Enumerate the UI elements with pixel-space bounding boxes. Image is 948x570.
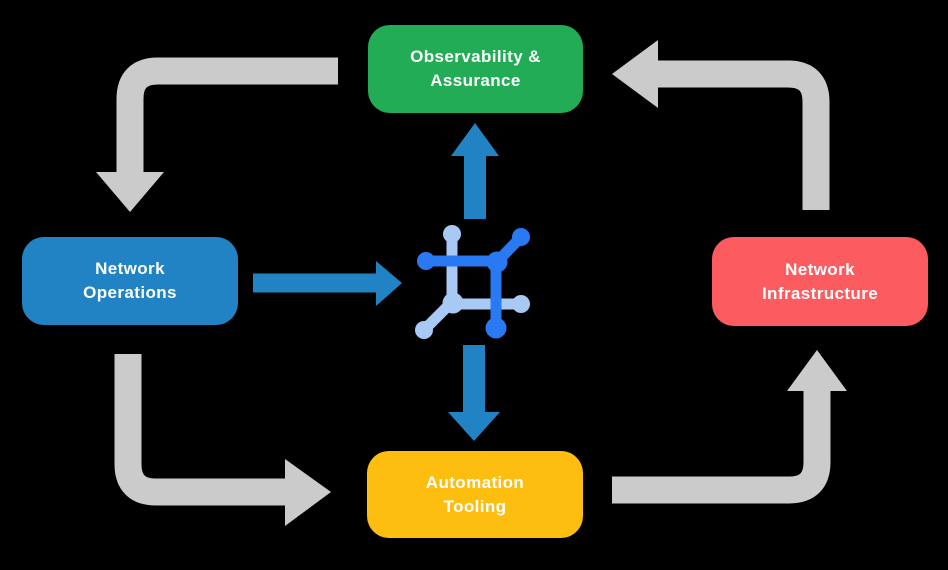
node-automation-tooling: Automation Tooling <box>367 451 583 538</box>
arrow-operations-to-automation <box>114 354 331 526</box>
arrow-hub-to-automation <box>448 345 500 441</box>
arrow-operations-to-hub <box>253 261 402 306</box>
arrow-automation-to-infrastructure <box>612 350 847 504</box>
node-observability-assurance: Observability & Assurance <box>368 25 583 113</box>
node-label-line: Tooling <box>443 496 507 516</box>
arrow-shaft <box>116 57 338 174</box>
node-label-line: Observability & <box>410 47 541 66</box>
node-label-line: Network <box>785 259 855 279</box>
node-label-line: Automation <box>425 472 525 492</box>
node-network-operations: Network Operations <box>22 237 238 325</box>
arrow-head-down-icon <box>96 172 164 212</box>
arrow-shaft <box>114 354 287 506</box>
network-hub-icon <box>415 225 530 339</box>
hub-icon-primary-nodes <box>417 228 530 339</box>
arrow-head-right-icon <box>376 261 402 306</box>
arrow-head-down-icon <box>448 412 500 441</box>
hub-icon-secondary-nodes <box>415 225 530 339</box>
arrow-observability-to-operations <box>96 57 338 212</box>
arrow-infrastructure-to-observability <box>612 40 830 210</box>
node-network-infrastructure: Network Infrastructure <box>712 237 928 326</box>
node-label-line: Operations <box>83 283 177 302</box>
node-label-line: Assurance <box>430 71 521 90</box>
arrow-head-left-icon <box>612 40 658 108</box>
node-label-line: Infrastructure <box>761 283 879 303</box>
arrow-shaft <box>657 60 830 210</box>
arrow-head-up-icon <box>451 123 499 156</box>
node-label-line: Network <box>95 259 165 278</box>
arrow-shaft <box>612 390 831 504</box>
arrow-head-right-icon <box>285 459 331 526</box>
arrow-hub-to-observability <box>451 123 499 219</box>
arrow-head-up-icon <box>787 350 847 391</box>
